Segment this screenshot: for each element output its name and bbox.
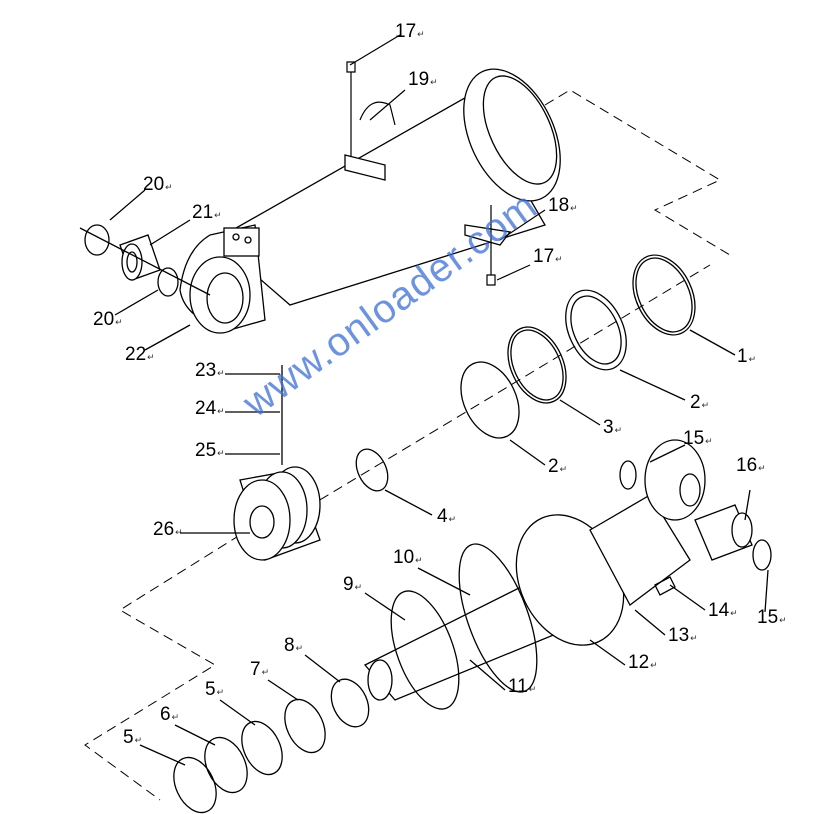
callout-26: 26 bbox=[153, 520, 183, 539]
callout-5: 5 bbox=[123, 728, 142, 747]
dashed-assembly-lines bbox=[84, 89, 731, 801]
callout-4: 4 bbox=[437, 507, 456, 526]
callout-7: 7 bbox=[250, 660, 269, 679]
callout-20: 20 bbox=[93, 310, 123, 329]
callout-11: 11 bbox=[508, 677, 536, 696]
callout-19: 19 bbox=[408, 70, 438, 89]
piston-rod bbox=[363, 439, 772, 710]
callout-1: 1 bbox=[737, 347, 756, 366]
callout-24: 24 bbox=[195, 399, 225, 418]
callout-18: 18 bbox=[548, 196, 578, 215]
callout-22: 22 bbox=[125, 345, 155, 364]
callout-9: 9 bbox=[343, 575, 362, 594]
callout-20: 20 bbox=[143, 175, 173, 194]
callout-16: 16 bbox=[736, 456, 766, 475]
piston bbox=[180, 365, 321, 561]
bolts bbox=[346, 34, 546, 286]
callout-15: 15 bbox=[683, 429, 713, 448]
callout-6: 6 bbox=[160, 705, 179, 724]
callout-5: 5 bbox=[205, 680, 224, 699]
callout-15: 15 bbox=[757, 608, 787, 627]
callout-12: 12 bbox=[628, 653, 658, 672]
callout-3: 3 bbox=[603, 418, 622, 437]
callout-2: 2 bbox=[548, 457, 567, 476]
callout-17: 17 bbox=[395, 22, 425, 41]
callout-21: 21 bbox=[192, 203, 222, 222]
callout-25: 25 bbox=[195, 441, 225, 460]
callout-10: 10 bbox=[393, 548, 423, 567]
callout-17: 17 bbox=[533, 247, 563, 266]
callout-13: 13 bbox=[668, 626, 698, 645]
callout-2: 2 bbox=[690, 393, 709, 412]
callout-23: 23 bbox=[195, 361, 225, 380]
bushing-and-circlips bbox=[79, 189, 211, 351]
cylinder-barrel bbox=[179, 68, 561, 334]
seal-rings bbox=[355, 254, 736, 516]
small-rings bbox=[139, 654, 370, 814]
callout-14: 14 bbox=[708, 601, 738, 620]
callout-8: 8 bbox=[284, 636, 303, 655]
